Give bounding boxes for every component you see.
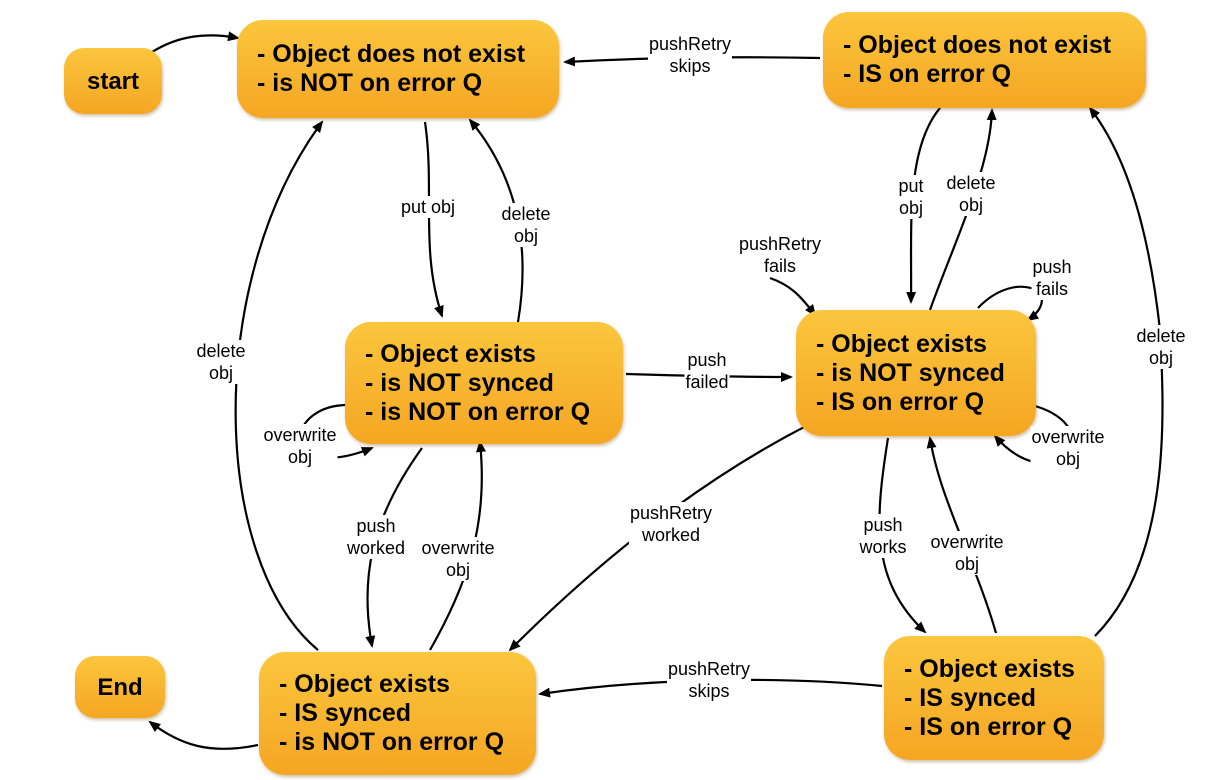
label-line: worked [346,538,406,558]
label-line: overwrite [930,532,1004,552]
edge-put-obj-left [423,121,444,318]
label-line: push [1032,257,1072,277]
label-line: push [356,516,396,536]
label-overwrite-obj-left-loop: overwrite obj [262,424,338,468]
node-line: - Object exists [904,654,1075,683]
node-end[interactable]: End [75,656,165,718]
label-pushretry-worked: pushRetry worked [628,502,714,546]
label-delete-obj-far-left: delete obj [195,340,247,384]
node-line: - is NOT synced [816,358,1005,387]
node-exists-synced-notq[interactable]: - Object exists - IS synced - is NOT on … [259,652,536,775]
label-line: obj [954,554,980,574]
edge-start-to-dne-notq [151,31,240,53]
node-line: - Object does not exist [843,31,1112,59]
label-line: put obj [400,197,456,217]
label-line: pushRetry [629,503,713,523]
label-line: delete [1136,326,1186,346]
label-push-worked: push worked [345,515,407,559]
node-line: - Object exists [816,329,987,358]
node-start-label: start [86,67,140,95]
edge-to-end [148,720,259,750]
node-line: - is NOT on error Q [257,69,483,97]
label-line: delete [501,204,551,224]
edge-delete-obj-far-right [1088,106,1164,637]
label-pushretry-fails: pushRetry fails [737,233,823,277]
node-line: - Object exists [279,670,450,698]
label-line: skips [688,681,730,701]
label-line: delete [196,341,246,361]
label-line: obj [513,226,539,246]
label-push-works: push works [858,514,908,558]
label-line: obj [208,363,234,383]
label-delete-obj-far-right: delete obj [1135,325,1187,369]
node-line: - IS on error Q [843,60,1012,88]
label-line: obj [287,447,313,467]
node-dne-notq[interactable]: - Object does not exist - is NOT on erro… [237,20,559,118]
label-overwrite-obj-mid-left: overwrite obj [420,537,496,581]
node-line: - Object does not exist [257,40,526,68]
node-exists-notsynced-q[interactable]: - Object exists - is NOT synced - IS on … [796,310,1036,436]
node-line: - IS synced [904,683,1036,712]
label-line: worked [641,525,701,545]
edge-pushretry-fails [769,276,817,317]
label-line: fails [763,256,797,276]
label-line: obj [445,560,471,580]
label-line: pushRetry [667,659,751,679]
label-line: overwrite [263,425,337,445]
node-line: - IS synced [279,699,411,727]
node-end-label: End [97,673,143,701]
label-put-obj-right: put obj [897,175,925,219]
node-line: - is NOT synced [365,368,554,397]
label-line: fails [1035,279,1069,299]
label-overwrite-obj-right-loop: overwrite obj [1030,426,1106,470]
label-line: works [859,537,907,557]
label-line: pushRetry [738,234,822,254]
label-line: obj [958,195,984,215]
label-line: overwrite [421,538,495,558]
label-line: skips [669,56,711,76]
node-exists-synced-q[interactable]: - Object exists - IS synced - IS on erro… [884,636,1104,760]
label-line: failed [685,372,729,392]
node-dne-q[interactable]: - Object does not exist - IS on error Q [823,12,1146,108]
node-line: - is NOT on error Q [365,397,591,426]
label-overwrite-obj-mid-right: overwrite obj [929,531,1005,575]
label-line: overwrite [1031,427,1105,447]
node-line: - is NOT on error Q [279,728,505,756]
node-line: - IS on error Q [904,712,1073,741]
label-line: push [687,350,727,370]
label-line: push [863,515,903,535]
node-exists-notsynced-notq[interactable]: - Object exists - is NOT synced - is NOT… [345,322,623,444]
label-push-fails: push fails [1031,256,1073,300]
label-put-obj-left: put obj [399,196,457,218]
node-line: - IS on error Q [816,387,985,416]
label-line: obj [898,198,924,218]
node-line: - Object exists [365,339,536,368]
edge-delete-obj-far-left [234,120,324,651]
label-push-failed: push failed [684,349,730,393]
label-pushretry-skips-bottom: pushRetry skips [666,658,752,702]
node-start[interactable]: start [64,48,162,114]
label-line: pushRetry [648,34,732,54]
label-line: obj [1055,449,1081,469]
label-line: obj [1148,348,1174,368]
label-pushretry-skips-top: pushRetry skips [647,33,733,77]
label-line: put [898,176,924,196]
label-line: delete [946,173,996,193]
label-delete-obj-left: delete obj [500,203,552,247]
label-delete-obj-right: delete obj [945,172,997,216]
